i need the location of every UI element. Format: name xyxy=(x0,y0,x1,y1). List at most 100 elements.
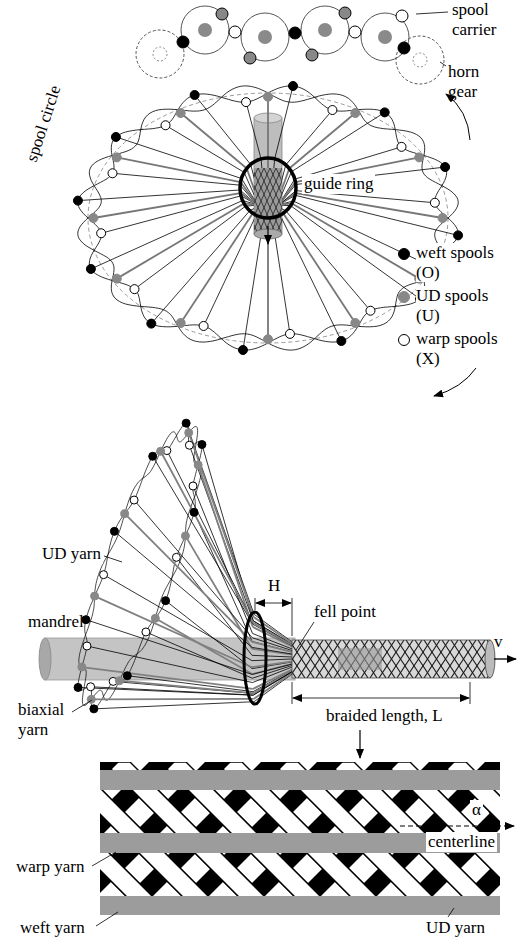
spool-carrier xyxy=(289,27,301,39)
guide-ring xyxy=(244,612,266,704)
legend-entry: weft spools (O) xyxy=(398,243,508,282)
yarn xyxy=(114,531,252,647)
spool xyxy=(190,508,198,516)
spool xyxy=(351,319,360,328)
ud-band xyxy=(100,770,500,790)
braid-line xyxy=(264,168,282,234)
spool xyxy=(328,106,337,115)
spool xyxy=(149,452,157,460)
spool-carrier xyxy=(229,26,241,38)
spool xyxy=(87,683,95,691)
horn-gear xyxy=(181,6,229,54)
yarn xyxy=(91,200,243,268)
guide-ring xyxy=(240,158,296,218)
yarn xyxy=(116,137,242,178)
dimension-line xyxy=(293,698,469,699)
leader-line xyxy=(416,12,448,14)
spool xyxy=(415,153,424,162)
braid-line xyxy=(276,168,282,234)
part-label: α xyxy=(470,800,483,820)
yarn xyxy=(78,190,240,201)
spool xyxy=(182,419,190,427)
part-label: biaxial yarn xyxy=(18,700,74,739)
spool xyxy=(380,108,389,117)
mandrel-end xyxy=(39,638,51,680)
yarn xyxy=(117,203,244,278)
yarn xyxy=(153,456,253,624)
warp-strip xyxy=(272,853,451,896)
spool xyxy=(73,196,82,205)
spool xyxy=(430,198,439,207)
gear-hub xyxy=(378,30,392,44)
spool xyxy=(108,169,117,178)
spool xyxy=(162,597,170,605)
spool xyxy=(454,231,463,240)
spool-carrier xyxy=(398,42,410,54)
leader-line xyxy=(448,908,454,917)
horn-gear xyxy=(396,36,444,84)
yarn xyxy=(146,632,252,678)
yarn xyxy=(195,95,251,164)
yarn xyxy=(280,215,341,341)
spool xyxy=(130,496,138,504)
braid-line xyxy=(478,640,490,678)
yarn xyxy=(253,621,292,644)
spool xyxy=(285,329,294,338)
warp-strip xyxy=(496,790,500,833)
spool xyxy=(190,91,199,100)
braid-ground xyxy=(292,640,490,678)
part-label: spool circle xyxy=(22,83,65,164)
yarn xyxy=(134,206,245,289)
legend-text: UD spools (U) xyxy=(416,286,508,325)
spool xyxy=(199,321,208,330)
yarn xyxy=(87,646,252,683)
legend-entry: UD spools (U) xyxy=(398,286,508,325)
yarn xyxy=(117,157,241,182)
dimension-tick xyxy=(292,598,293,636)
yarn xyxy=(291,206,420,299)
spool xyxy=(242,98,251,107)
spool xyxy=(289,82,298,91)
yarn xyxy=(286,211,371,311)
weave-row xyxy=(100,853,500,896)
velocity-arrow xyxy=(494,658,516,659)
spool-path xyxy=(78,86,458,350)
spool-carrier xyxy=(306,49,318,61)
braid-line xyxy=(276,168,282,234)
yarn xyxy=(78,687,253,695)
dimension-tick xyxy=(470,682,471,704)
legend-swatch xyxy=(398,248,410,260)
spool-carrier xyxy=(216,8,228,20)
spool xyxy=(238,345,247,354)
braid-line xyxy=(264,168,282,234)
yarn xyxy=(293,201,423,263)
leader-line xyxy=(96,912,118,926)
spool xyxy=(176,108,185,117)
part-label: v xyxy=(494,632,503,652)
yarn xyxy=(134,500,252,638)
spool xyxy=(97,229,106,238)
warp-strip xyxy=(384,853,500,896)
gear-hub xyxy=(318,23,332,37)
leader-line xyxy=(72,700,92,712)
part-label: centerline xyxy=(426,832,497,852)
yarn xyxy=(292,203,419,278)
yarn xyxy=(246,102,261,159)
spool xyxy=(397,142,406,151)
spool-carrier xyxy=(177,36,189,48)
legend-text: warp spools (X) xyxy=(416,329,508,368)
rotation-arrow xyxy=(434,368,476,396)
braid-line xyxy=(469,640,490,678)
yarn xyxy=(176,557,252,655)
yarn xyxy=(267,97,269,158)
yarn xyxy=(86,620,252,675)
spool xyxy=(176,319,185,328)
gear-hub xyxy=(153,47,167,61)
warp-strip xyxy=(104,853,283,896)
spool xyxy=(74,683,82,691)
spool-carrier xyxy=(339,7,351,19)
part-label: UD yarn xyxy=(40,544,103,564)
spool xyxy=(337,336,346,345)
spool xyxy=(194,461,202,469)
